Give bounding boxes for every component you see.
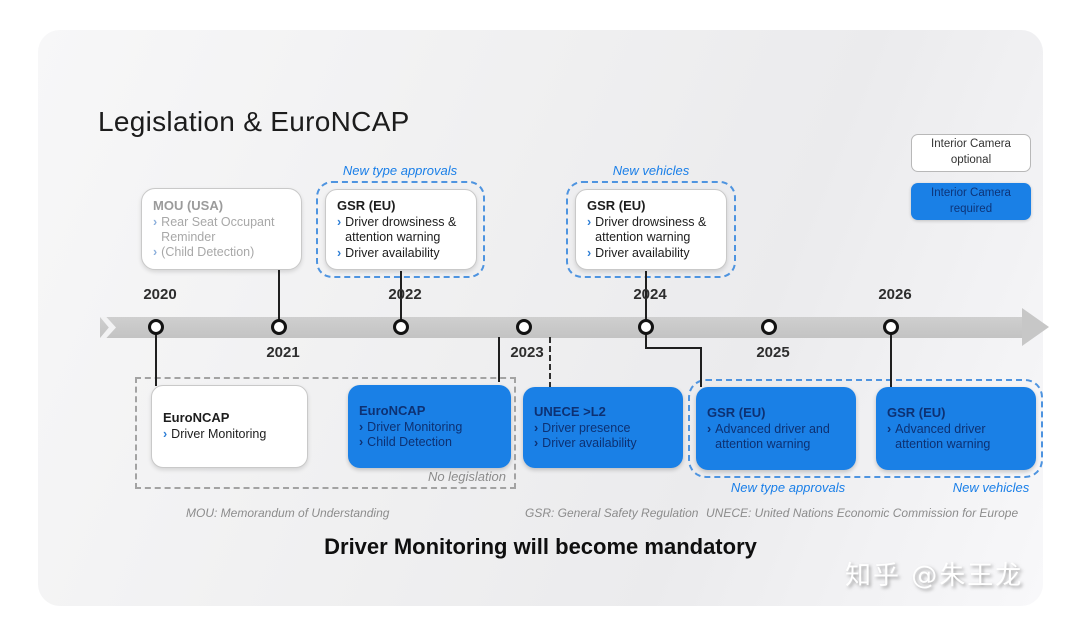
- headline: Driver Monitoring will become mandatory: [324, 534, 757, 559]
- list-item-text: Driver Monitoring: [171, 427, 267, 442]
- card-gsr-eu-2024: GSR (EU) ›Driver drowsiness & attention …: [575, 189, 727, 270]
- card-euroncap-2020: EuroNCAP ›Driver Monitoring: [151, 385, 308, 468]
- footnote-mou: MOU: Memorandum of Understanding: [186, 506, 390, 520]
- timeline-band: [100, 317, 1023, 338]
- label-new-type-approvals-top: New type approvals: [342, 163, 458, 178]
- list-item: ›Driver Monitoring: [359, 420, 500, 435]
- footnote-gsr: GSR: General Safety Regulation: [525, 506, 699, 520]
- chevron-bullet-icon: ›: [534, 436, 539, 450]
- connector-2022: [400, 271, 402, 320]
- list-item-text: Driver presence: [542, 420, 631, 435]
- list-item: ›(Child Detection): [153, 245, 290, 260]
- card-mou-usa: MOU (USA) ›Rear Seat Occupant Reminder ›…: [141, 188, 302, 270]
- timeline-dot-2024: [638, 319, 654, 335]
- card-title: GSR (EU): [707, 404, 766, 420]
- legend-interior-camera-optional: Interior Camera optional: [911, 134, 1031, 172]
- card-title: GSR (EU): [587, 198, 646, 214]
- year-label-2022: 2022: [388, 286, 422, 303]
- chevron-bullet-icon: ›: [707, 421, 712, 436]
- year-label-2025: 2025: [756, 344, 790, 361]
- connector-2024-down-b: [645, 347, 702, 349]
- label-new-vehicles-top: New vehicles: [612, 163, 690, 178]
- timeline-dot-2021: [271, 319, 287, 335]
- chevron-bullet-icon: ›: [337, 215, 342, 230]
- list-item: ›Driver presence: [534, 421, 672, 436]
- chevron-bullet-icon: ›: [587, 215, 592, 230]
- list-item-text: Driver Monitoring: [367, 419, 463, 434]
- list-item-text: (Child Detection): [161, 245, 255, 260]
- label-no-legislation: No legislation: [427, 469, 506, 484]
- card-unece-l2: UNECE >L2 ›Driver presence ›Driver avail…: [523, 387, 683, 468]
- list-item: ›Driver availability: [534, 436, 672, 451]
- year-label-2026: 2026: [878, 286, 912, 303]
- year-label-2020: 2020: [143, 286, 177, 303]
- card-title: UNECE >L2: [534, 403, 606, 419]
- list-item: ›Driver drowsiness & attention warning: [337, 215, 465, 246]
- list-item: ›Driver availability: [587, 246, 715, 261]
- card-gsr-eu-2026-bottom: GSR (EU) ›Advanced driver attention warn…: [876, 387, 1036, 470]
- card-title: GSR (EU): [337, 198, 396, 214]
- list-item-text: Driver availability: [345, 245, 440, 260]
- card-title: EuroNCAP: [359, 402, 426, 418]
- year-label-2023: 2023: [510, 344, 544, 361]
- watermark: 知乎 @朱王龙: [845, 561, 1024, 591]
- chevron-bullet-icon: ›: [587, 245, 592, 260]
- card-title: GSR (EU): [887, 404, 946, 420]
- list-item: ›Rear Seat Occupant Reminder: [153, 215, 290, 246]
- connector-unece-dashed: [549, 337, 551, 388]
- list-item-text: Child Detection: [367, 435, 452, 449]
- chevron-bullet-icon: ›: [534, 420, 539, 435]
- slide-panel: Legislation & EuroNCAP Interior Camera o…: [38, 30, 1049, 606]
- footnote-unece: UNECE: United Nations Economic Commissio…: [706, 506, 1019, 520]
- chevron-bullet-icon: ›: [359, 435, 364, 449]
- chevron-bullet-icon: ›: [153, 214, 158, 229]
- list-item: ›Driver drowsiness & attention warning: [587, 215, 715, 246]
- card-title: EuroNCAP: [163, 410, 230, 426]
- chevron-bullet-icon: ›: [163, 427, 168, 442]
- connector-2024-up: [645, 271, 647, 320]
- chevron-bullet-icon: ›: [887, 421, 892, 436]
- list-item-text: Driver drowsiness & attention warning: [595, 215, 707, 245]
- list-item: ›Child Detection: [359, 435, 500, 450]
- connector-2024-down-c: [700, 347, 702, 387]
- list-item-text: Driver availability: [595, 245, 690, 260]
- list-item-text: Driver availability: [542, 436, 637, 450]
- label-new-vehicles-bottom: New vehicles: [952, 480, 1030, 495]
- timeline-dot-2025: [761, 319, 777, 335]
- list-item: ›Advanced driver and attention warning: [707, 422, 845, 453]
- year-label-2021: 2021: [266, 344, 300, 361]
- timeline-dot-2022: [393, 319, 409, 335]
- list-item-text: Advanced driver attention warning: [895, 421, 991, 451]
- dashed-group-gsr-2024: [566, 181, 736, 278]
- list-item: ›Driver Monitoring: [163, 427, 296, 442]
- list-item: ›Advanced driver attention warning: [887, 422, 1025, 453]
- timeline-arrowhead-icon: [1022, 308, 1049, 346]
- chevron-bullet-icon: ›: [153, 245, 158, 260]
- connector-2020: [155, 333, 157, 386]
- list-item: ›Driver availability: [337, 246, 465, 261]
- card-euroncap-2022: EuroNCAP ›Driver Monitoring ›Child Detec…: [348, 385, 511, 468]
- timeline-dot-2020: [148, 319, 164, 335]
- list-item-text: Advanced driver and attention warning: [715, 421, 830, 451]
- dashed-group-gsr-bottom: [688, 379, 1043, 478]
- list-item-text: Driver drowsiness & attention warning: [345, 215, 457, 245]
- list-item-text: Rear Seat Occupant Reminder: [161, 214, 275, 244]
- connector-2021: [278, 270, 280, 320]
- legend-interior-camera-required: Interior Camera required: [911, 183, 1031, 220]
- card-gsr-eu-2022: GSR (EU) ›Driver drowsiness & attention …: [325, 189, 477, 270]
- chevron-bullet-icon: ›: [359, 419, 364, 434]
- chevron-bullet-icon: ›: [337, 245, 342, 260]
- year-label-2024: 2024: [633, 286, 667, 303]
- connector-2026: [890, 333, 892, 387]
- connector-2024-down-a: [645, 333, 647, 349]
- card-gsr-eu-2024-bottom: GSR (EU) ›Advanced driver and attention …: [696, 387, 856, 470]
- timeline-dot-2023: [516, 319, 532, 335]
- label-new-type-approvals-bottom: New type approvals: [730, 480, 846, 495]
- connector-no-legislation-end: [498, 337, 500, 382]
- timeline-dot-2026: [883, 319, 899, 335]
- dashed-group-no-legislation: [135, 377, 516, 489]
- page-title: Legislation & EuroNCAP: [98, 106, 410, 137]
- card-title: MOU (USA): [153, 197, 224, 213]
